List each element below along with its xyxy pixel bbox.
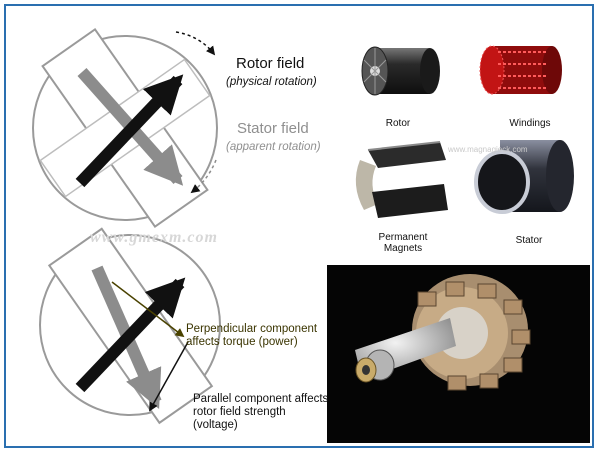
perpendicular-component-arrow [111,281,185,338]
stator-image [474,140,574,214]
windings-label: Windings [509,118,551,129]
windings-image [479,45,562,95]
parallel-component-arrow [149,341,189,412]
watermark: www.gmexm.com [90,229,218,246]
rotor-image [361,46,440,96]
lower-rotor-outline [39,227,221,425]
parallel-component-label: Parallel component affects rotor field s… [193,393,329,432]
stator-rotation-arrow [190,159,217,194]
stator-field-label: Stator field [237,120,309,137]
rotor-field-label: Rotor field [236,55,305,72]
permanent-magnets-image [355,141,448,218]
rotor-rotation-arrow [175,31,216,56]
image-watermark: www.magnagieck.com [448,145,528,154]
rotor-photo-art [327,265,590,443]
permanent-magnets-label: Permanent Magnets [378,232,428,254]
stator-label: Stator [515,235,543,246]
rotor-field-arrow-lower [75,277,186,393]
stator-field-note: (apparent rotation) [226,141,321,153]
rotor-field-note: (physical rotation) [226,76,317,88]
rotor-field-arrow [75,74,184,188]
perpendicular-component-label: Perpendicular component affects torque (… [186,323,318,349]
rotor-label: Rotor [385,118,411,129]
